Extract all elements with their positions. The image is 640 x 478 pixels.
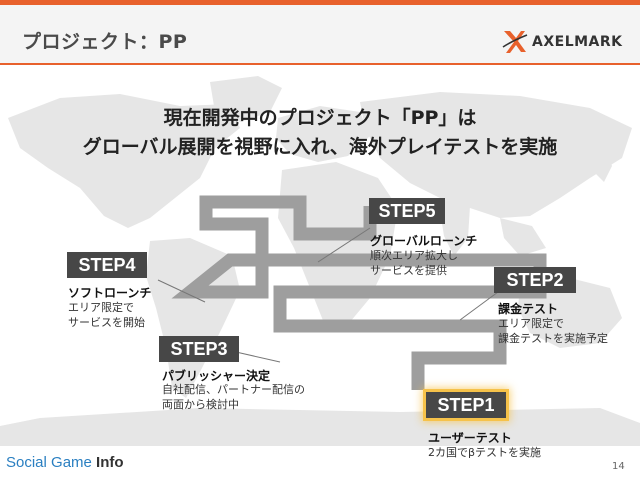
headline-line-2: グローバル展開を視野に入れ、海外プレイテストを実施	[82, 136, 558, 158]
footer-brand-main: Social Game	[6, 454, 97, 471]
callout-lines	[157, 227, 499, 363]
slide-title: プロジェクト：PP	[22, 31, 188, 53]
step1-badge: STEP1	[426, 392, 506, 418]
step1-desc-1: 2カ国でβテストを実施	[428, 446, 542, 459]
step2-title: 課金テスト	[498, 302, 559, 316]
slide-header	[0, 5, 640, 63]
step2-desc-2: 課金テストを実施予定	[498, 332, 608, 345]
step4-title: ソフトローンチ	[68, 286, 152, 300]
step2-badge: STEP2	[494, 267, 576, 293]
axelmark-logo: AXELMARK	[500, 26, 625, 56]
step5-badge: STEP5	[369, 198, 445, 224]
step2-desc-1: エリア限定で	[498, 317, 564, 330]
logo-wordmark: AXELMARK	[532, 34, 623, 50]
world-map-background	[0, 76, 640, 446]
top-accent-bar	[0, 0, 640, 5]
header-divider	[0, 63, 640, 65]
axelmark-logo-icon	[502, 31, 528, 53]
step1-title: ユーザーテスト	[428, 431, 512, 445]
roadmap-path	[171, 195, 547, 390]
headline-line-1: 現在開発中のプロジェクト「PP」は	[163, 107, 477, 129]
footer-brand: Social Game Info	[6, 454, 124, 471]
step3-badge: STEP3	[159, 336, 239, 362]
page-number: 14	[612, 461, 625, 472]
footer-brand-bold: Info	[96, 454, 124, 471]
step3-title: パブリッシャー決定	[162, 369, 271, 383]
step5-desc-2: サービスを提供	[370, 264, 447, 277]
step3-desc-2: 両面から検討中	[162, 398, 239, 411]
step5-desc-1: 順次エリア拡大し	[370, 249, 458, 262]
step4-badge: STEP4	[67, 252, 147, 278]
step3-desc-1: 自社配信、パートナー配信の	[162, 383, 305, 396]
step4-desc-2: サービスを開始	[68, 316, 145, 329]
step5-title: グローバルローンチ	[370, 234, 478, 248]
step4-desc-1: エリア限定で	[68, 301, 134, 314]
